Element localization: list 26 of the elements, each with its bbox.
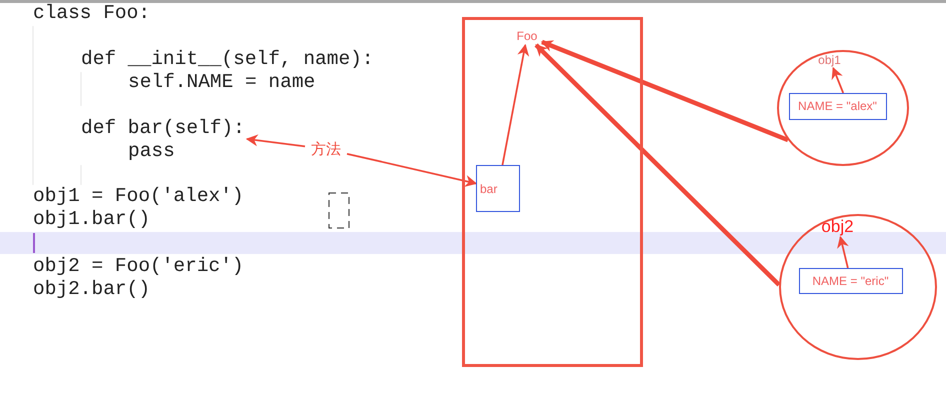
attribute-box: NAME = "alex" [788, 92, 886, 120]
code-line: obj2 = Foo('eric') [33, 255, 244, 278]
code-line: self.NAME = name [128, 71, 316, 94]
object-name: obj2 [818, 216, 856, 236]
arrow [540, 40, 789, 142]
arrow [534, 43, 781, 287]
object-circle [777, 50, 909, 166]
code-line: class Foo: [33, 2, 150, 25]
arrow [832, 66, 844, 94]
code-line: pass [128, 140, 175, 163]
class-frame [462, 17, 643, 367]
class-name: Foo [512, 27, 542, 45]
method-box: bar [476, 165, 520, 212]
code-line: obj1 = Foo('alex') [33, 185, 244, 208]
attribute-box: NAME = "eric" [798, 268, 902, 294]
object-name: obj1 [816, 52, 844, 68]
arrow [246, 134, 306, 148]
code-line: obj2.bar() [33, 278, 150, 301]
arrow [837, 236, 849, 268]
annotation-text: 方法 [305, 138, 347, 160]
arrow [346, 152, 478, 187]
arrow [502, 44, 530, 166]
code-line: def bar(self): [81, 117, 247, 140]
code-line: def __init__(self, name): [81, 48, 374, 71]
code-line: obj1.bar() [33, 208, 150, 231]
object-circle [779, 214, 937, 360]
